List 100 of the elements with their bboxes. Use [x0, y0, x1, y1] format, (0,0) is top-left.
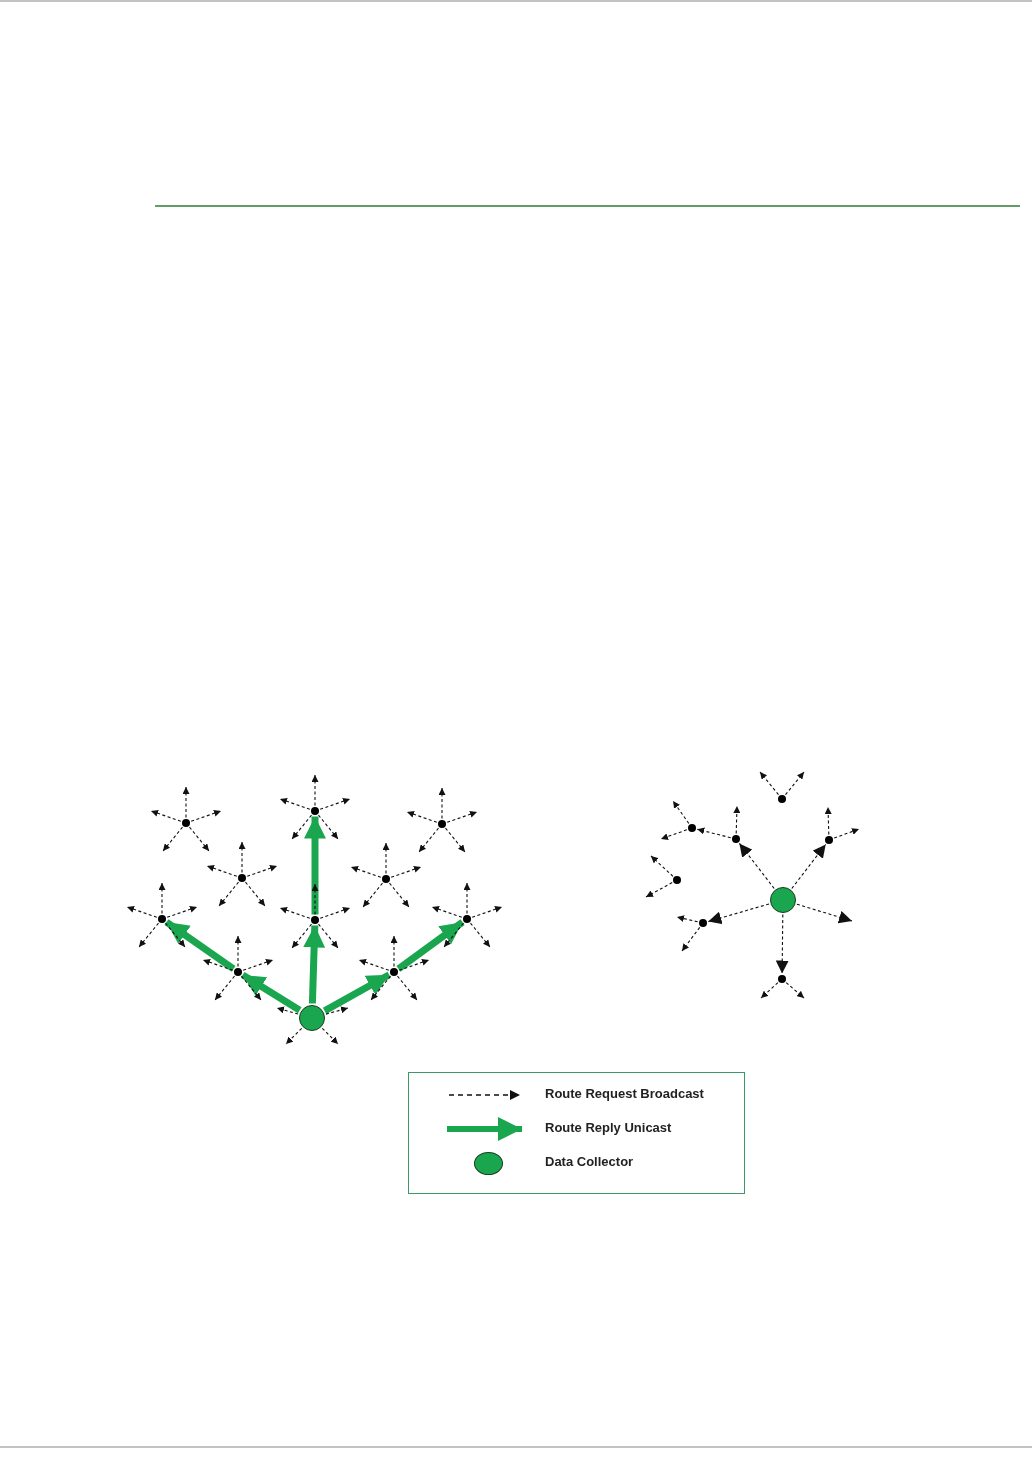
- network-node: [673, 876, 681, 884]
- dashed-arrow: [707, 903, 770, 925]
- dashed-arrow: [824, 806, 832, 836]
- dashed-arrow: [362, 882, 384, 908]
- dashed-arrow: [218, 881, 240, 907]
- dashed-arrow: [279, 906, 311, 919]
- dashed-arrow: [463, 882, 471, 915]
- dashed-arrow: [733, 805, 741, 835]
- network-node: [778, 975, 786, 983]
- dashed-arrow: [166, 905, 198, 918]
- dashed-arrow: [246, 864, 278, 877]
- thick-arrow: [396, 919, 465, 972]
- network-node: [234, 968, 242, 976]
- network-node: [158, 915, 166, 923]
- dashed-arrow: [138, 922, 160, 948]
- dashed-arrow: [317, 923, 339, 949]
- dashed-arrow: [650, 855, 674, 877]
- dashed-arrow: [398, 958, 430, 971]
- dashed-arrow: [446, 810, 478, 823]
- dashed-arrow: [382, 842, 390, 875]
- dashed-arrow: [126, 905, 158, 918]
- network-node: [182, 819, 190, 827]
- network-node: [732, 835, 740, 843]
- dashed-arrow: [190, 809, 222, 822]
- network-node: [390, 968, 398, 976]
- dashed-arrow: [370, 975, 392, 1001]
- dashed-arrow: [418, 827, 440, 853]
- data-collector-node: [299, 1005, 325, 1031]
- network-node: [778, 795, 786, 803]
- dashed-arrow: [202, 958, 234, 971]
- thick-arrow: [303, 925, 326, 1004]
- legend-label: Route Request Broadcast: [545, 1086, 704, 1101]
- dashed-arrow: [738, 842, 775, 890]
- dashed-arrow: [760, 982, 779, 999]
- dashed-arrow: [234, 935, 242, 968]
- dashed-arrow: [240, 975, 262, 1001]
- dashed-arrow: [244, 881, 266, 907]
- dashed-arrow: [238, 841, 246, 874]
- dashed-arrow: [796, 903, 853, 924]
- dashed-arrow: [358, 958, 390, 971]
- dashed-arrow: [319, 906, 351, 919]
- network-node: [688, 824, 696, 832]
- dashed-arrow: [214, 975, 236, 1001]
- dashed-arrow: [350, 865, 382, 878]
- dashed-arrow: [150, 809, 182, 822]
- dashed-arrow: [396, 975, 418, 1001]
- network-node: [238, 874, 246, 882]
- dashed-arrow: [182, 786, 190, 819]
- network-node: [438, 820, 446, 828]
- dashed-arrow: [164, 922, 186, 948]
- dashed-arrow: [317, 814, 339, 840]
- dashed-arrow: [291, 923, 313, 949]
- dashed-arrow: [791, 843, 827, 890]
- dashed-arrow: [660, 829, 688, 840]
- dashed-arrow: [696, 827, 732, 839]
- legend-label: Route Reply Unicast: [545, 1120, 672, 1135]
- dashed-arrow: [188, 826, 210, 852]
- dashed-arrow: [438, 787, 446, 820]
- network-node: [311, 807, 319, 815]
- dashed-arrow: [672, 800, 690, 825]
- dashed-arrow: [388, 882, 410, 908]
- dashed-arrow: [759, 771, 780, 796]
- dashed-arrow: [321, 1027, 339, 1045]
- dashed-arrow: [784, 771, 805, 796]
- dashed-arrow: [325, 1006, 349, 1015]
- dashed-arrow: [785, 982, 805, 999]
- thick-arrow: [304, 816, 326, 915]
- dashed-arrow: [279, 797, 311, 810]
- dashed-arrow: [444, 827, 466, 853]
- network-node: [463, 915, 471, 923]
- thick-arrow: [240, 971, 302, 1014]
- dashed-arrow: [291, 814, 313, 840]
- dashed-arrow: [471, 905, 503, 918]
- dashed-arrow: [431, 905, 463, 918]
- dashed-arrow: [206, 864, 238, 877]
- dashed-arrow: [390, 865, 422, 878]
- network-node: [382, 875, 390, 883]
- dashed-arrow: [311, 883, 319, 916]
- dashed-arrow: [645, 882, 673, 898]
- dashed-arrow: [319, 797, 351, 810]
- network-node: [825, 836, 833, 844]
- network-node: [699, 919, 707, 927]
- dashed-arrow: [676, 915, 699, 923]
- dashed-arrow: [469, 922, 491, 948]
- dashed-arrow: [285, 1027, 303, 1045]
- dashed-arrow: [775, 913, 789, 975]
- dashed-arrow: [443, 922, 465, 948]
- thick-arrow: [164, 919, 236, 972]
- dashed-arrow: [242, 958, 274, 971]
- dashed-arrow: [162, 826, 184, 852]
- dashed-arrow: [311, 774, 319, 807]
- dashed-arrow: [833, 828, 860, 839]
- legend-label: Data Collector: [545, 1154, 634, 1169]
- dashed-arrow: [390, 935, 398, 968]
- thick-arrow: [322, 971, 391, 1014]
- dashed-arrow: [681, 926, 701, 952]
- data-collector-node: [770, 887, 796, 913]
- network-node: [311, 916, 319, 924]
- dashed-arrow: [158, 882, 166, 915]
- dashed-arrow: [406, 810, 438, 823]
